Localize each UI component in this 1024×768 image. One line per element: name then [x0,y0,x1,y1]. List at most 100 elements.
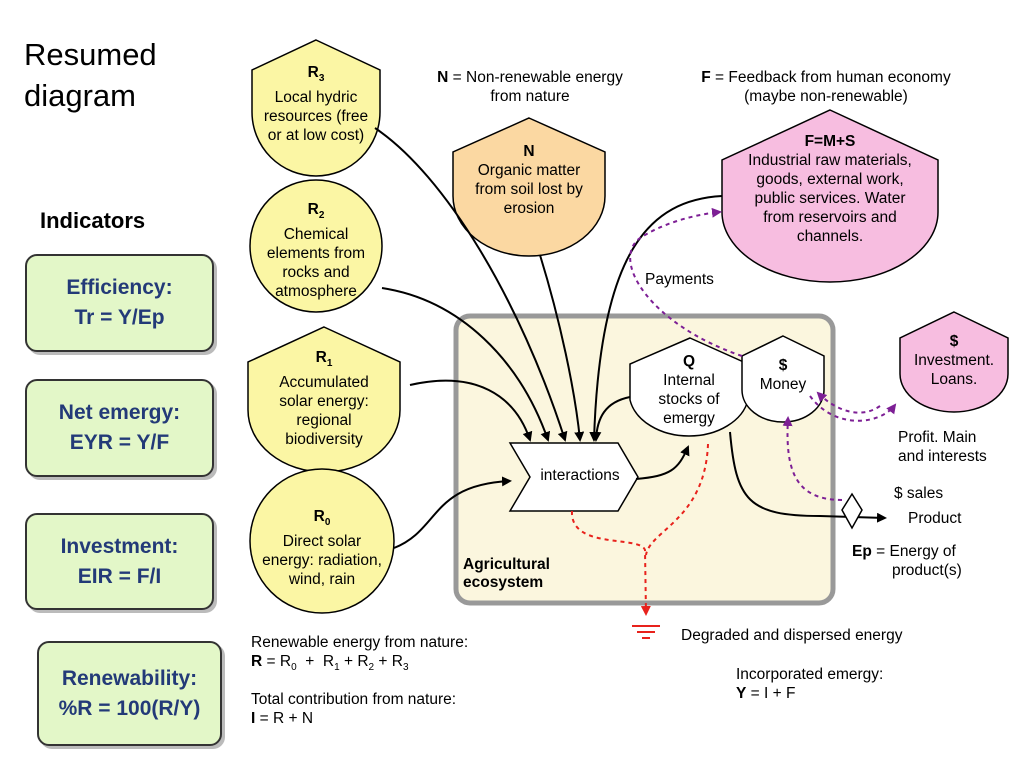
flow-q-to-interactions [591,396,631,442]
node-line: Organic matter [477,162,581,179]
money-node-text: $ Money [742,356,824,394]
f-feedback-node [721,109,939,283]
heat-sink-icon [632,625,660,639]
node-label: R3 [307,64,325,85]
node-line: solar energy: [279,393,369,411]
incorporated-formula: Incorporated emergy: Y = I + F [736,666,884,702]
node-line: Local hydric [274,89,358,107]
page-title: Resumed diagram [24,37,157,113]
node-line: from reservoirs and [763,209,897,226]
n-node-text: N Organic matter from soil lost by erosi… [453,142,605,218]
node-line: goods, external work, [756,171,904,188]
node-line: regional [296,412,352,430]
degraded-flow [570,510,651,616]
q-storage-node [629,337,749,437]
indicator-formula: Tr = Y/Ep [74,306,165,329]
ecosystem-label-line: Agricultural [463,556,550,573]
node-label: N [523,143,535,160]
node-line: Money [759,376,807,393]
node-line: Investment. [913,352,995,369]
indicator-name: Investment: [60,534,179,558]
ecosystem-label-line: ecosystem [463,574,544,591]
node-line: Chemical [283,226,349,244]
profit-label: Profit. Main and interests [898,429,987,465]
ecosystem-label: Agricultural ecosystem [463,556,550,592]
renewable-formula: Renewable energy from nature: R = R0 + R… [251,634,469,674]
degraded-flow-q [645,443,709,556]
flow-r1-to-interactions [409,379,533,442]
node-line: resources (free [263,108,369,126]
profit-payment-flow [809,395,897,422]
loan-to-money-flow [816,391,881,414]
sales-exchange-diamond [841,492,863,530]
sales-label: $ sales [894,485,944,502]
q-node-text: Q Internal stocks of emergy [630,352,748,428]
flow-r2-to-interactions [381,287,551,442]
indicator-name: Renewability: [61,666,198,690]
node-line: biodiversity [285,431,363,449]
node-line: atmosphere [275,283,357,301]
node-label: Q [682,353,696,370]
indicators-heading: Indicators [40,208,146,233]
node-label: R0 [313,508,331,529]
node-line: elements from [266,245,366,263]
node-line: Direct solar [282,533,362,551]
flow-interactions-to-q [635,445,690,480]
node-line: channels. [796,228,864,245]
r3-node-text: R3 Local hydric resources (free or at lo… [250,63,382,145]
payments-flow [629,207,743,357]
node-line: Internal [663,372,715,389]
node-line: public services. Water [754,190,906,207]
node-line: erosion [503,200,555,217]
total-formula: Total contribution from nature: I = R + … [251,691,457,727]
investment-node-text: $ Investment. Loans. [900,332,1008,389]
flow-r0-to-interactions [393,476,512,549]
flow-q-to-product [729,431,887,523]
r1-node-text: R1 Accumulated solar energy: regional bi… [248,348,400,449]
degraded-label: Degraded and dispersed energy [681,627,903,644]
node-label: $ [949,333,959,350]
interactions-node [508,442,639,512]
node-line: Accumulated [279,374,369,392]
node-line: emergy [663,410,715,427]
investment-node [899,311,1009,413]
node-line: or at low cost) [267,127,365,145]
r0-node-text: R0 Direct solar energy: radiation, wind,… [246,507,398,589]
legend-f: F = Feedback from human economy (maybe n… [701,69,951,105]
indicator-name: Efficiency: [66,276,173,299]
node-line: from soil lost by [475,181,583,198]
node-line: energy: radiation, [262,552,382,570]
r0-source-node [249,468,395,614]
r3-source-node [251,39,381,177]
interactions-label: interactions [540,467,620,484]
node-label: F=M+S [804,133,856,150]
legend-n: N = Non-renewable energy from nature [437,69,623,105]
indicator-formula: EIR = F/I [77,564,162,588]
indicator-name: Net emergy: [58,401,181,424]
indicator-renewability: Renewability: %R = 100(R/Y) [37,641,222,746]
indicator-efficiency: Efficiency: Tr = Y/Ep [25,254,214,352]
payments-label: Payments [645,271,714,288]
node-label: R2 [307,201,325,222]
sales-money-flow [782,416,843,501]
r2-node-text: R2 Chemical elements from rocks and atmo… [250,200,382,301]
f-node-text: F=M+S Industrial raw materials, goods, e… [722,132,938,246]
flow-f-to-interactions [589,195,723,442]
node-line: rocks and [282,264,350,282]
r2-source-node [249,179,383,313]
ep-label: Ep = Energy of product(s) [852,543,962,579]
node-line: Industrial raw materials, [748,152,912,169]
indicator-net-emergy: Net emergy: EYR = Y/F [25,379,214,477]
node-line: Loans. [930,371,978,388]
node-line: wind, rain [288,571,356,589]
node-label: R1 [315,349,333,370]
node-label: $ [778,357,788,374]
indicator-formula: %R = 100(R/Y) [58,696,201,720]
indicator-formula: EYR = Y/F [69,431,170,454]
flow-r3-to-interactions [374,127,568,442]
product-label: Product [908,510,962,527]
node-line: stocks of [658,391,720,408]
flow-n-to-interactions [539,254,585,442]
indicator-investment: Investment: EIR = F/I [25,513,214,610]
